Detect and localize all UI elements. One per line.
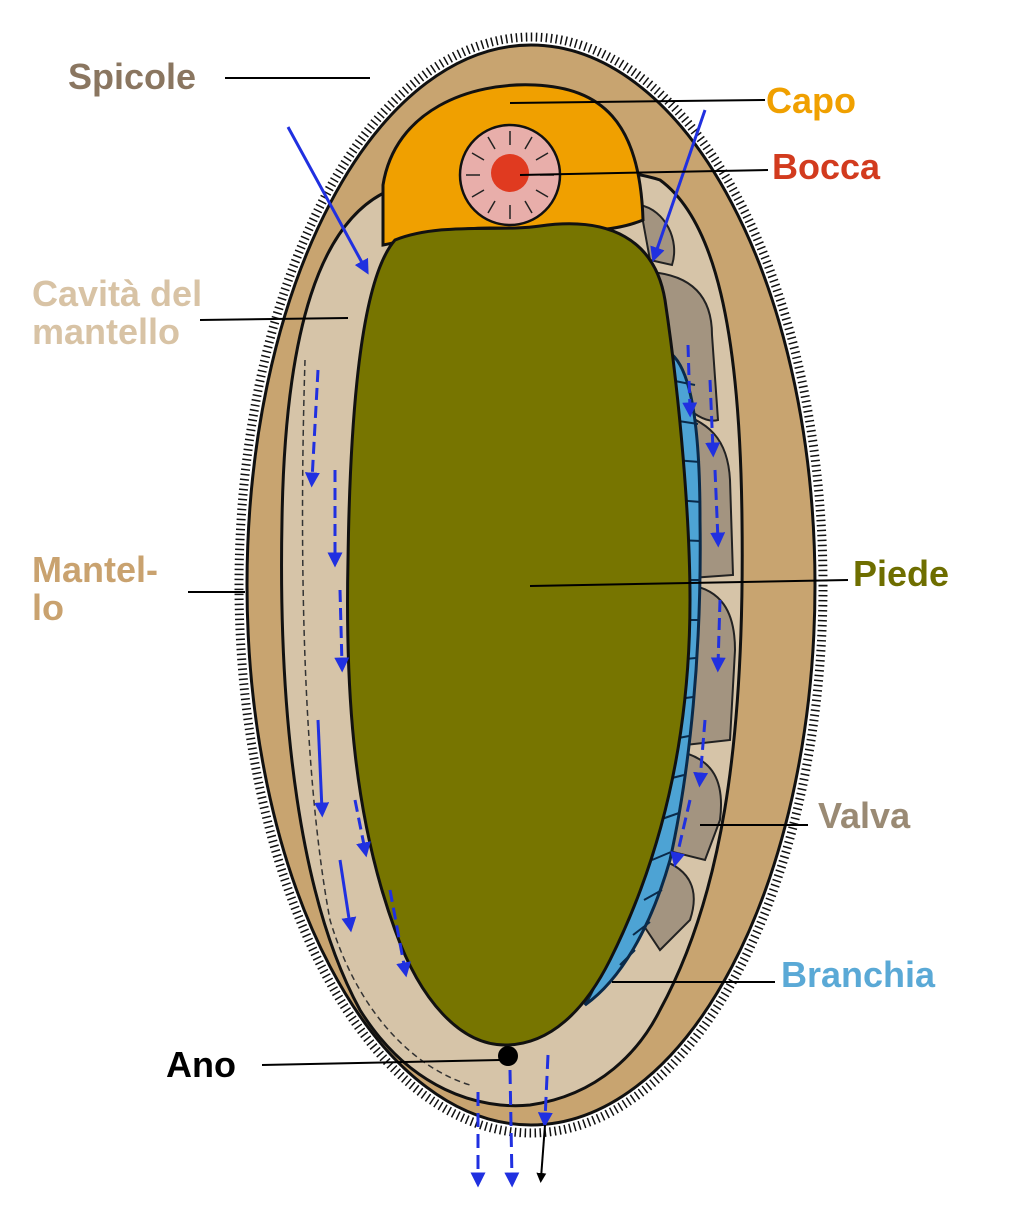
spicule-fringe (234, 32, 828, 1138)
label-ano: Ano (166, 1044, 236, 1085)
label-cavita-line-2: mantello (32, 311, 181, 352)
leader-ano (261, 1059, 501, 1066)
foot (346, 222, 692, 1047)
leader-cavita (199, 317, 349, 321)
leader-piede (529, 579, 849, 587)
label-spicole: Spicole (68, 56, 197, 97)
label-mantello: Mantel- lo (32, 551, 158, 627)
label-piede: Piede (853, 553, 950, 594)
label-cavita-line-1: Cavità del (32, 273, 203, 314)
water-flow-arrow-black (536, 1124, 547, 1183)
leader-bocca (519, 169, 769, 176)
label-mantello-line-2: lo (32, 587, 64, 628)
water-flow-arrows (286, 109, 726, 1188)
valve-1 (638, 203, 676, 267)
mouth (491, 154, 529, 192)
leader-capo (509, 99, 766, 104)
label-mantello-line-1: Mantel- (32, 549, 158, 590)
anus (498, 1046, 518, 1066)
label-branchia: Branchia (781, 954, 936, 995)
leader-lines (188, 77, 849, 1066)
label-cavita-del-mantello: Cavità del mantello (32, 275, 202, 351)
label-valva: Valva (818, 795, 911, 836)
label-bocca: Bocca (772, 146, 881, 187)
label-capo: Capo (766, 80, 856, 121)
mantle-cavity-inner-line (301, 359, 471, 1086)
